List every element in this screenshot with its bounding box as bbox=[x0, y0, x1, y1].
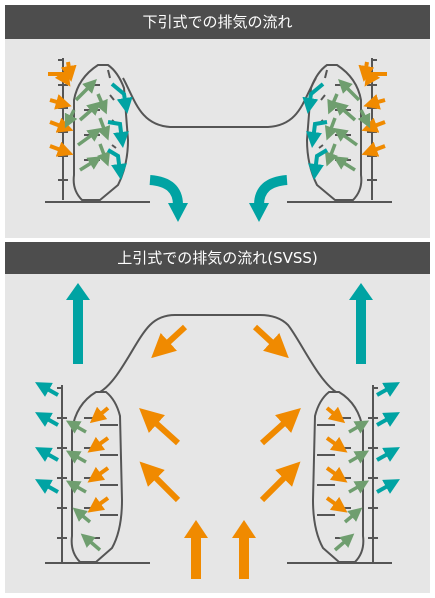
connecting-duct bbox=[123, 78, 316, 127]
top-diagram bbox=[45, 58, 392, 222]
fresh-air-interior-arrows bbox=[148, 327, 292, 500]
fresh-air-arrows-top bbox=[48, 62, 387, 152]
big-fresh-air-up-arrows bbox=[184, 520, 256, 579]
right-rack-bottom bbox=[313, 385, 378, 562]
fresh-air-arrows-bottom bbox=[94, 408, 341, 508]
right-rack-top bbox=[307, 58, 377, 200]
internal-flow-arrows-bottom bbox=[72, 424, 363, 550]
big-exhaust-down-arrows bbox=[150, 180, 287, 222]
big-exhaust-up-arrows bbox=[66, 283, 373, 364]
left-rack-bottom bbox=[57, 385, 122, 562]
upper-hood bbox=[100, 315, 336, 392]
bottom-diagram bbox=[42, 283, 393, 579]
left-rack-top bbox=[58, 58, 128, 200]
